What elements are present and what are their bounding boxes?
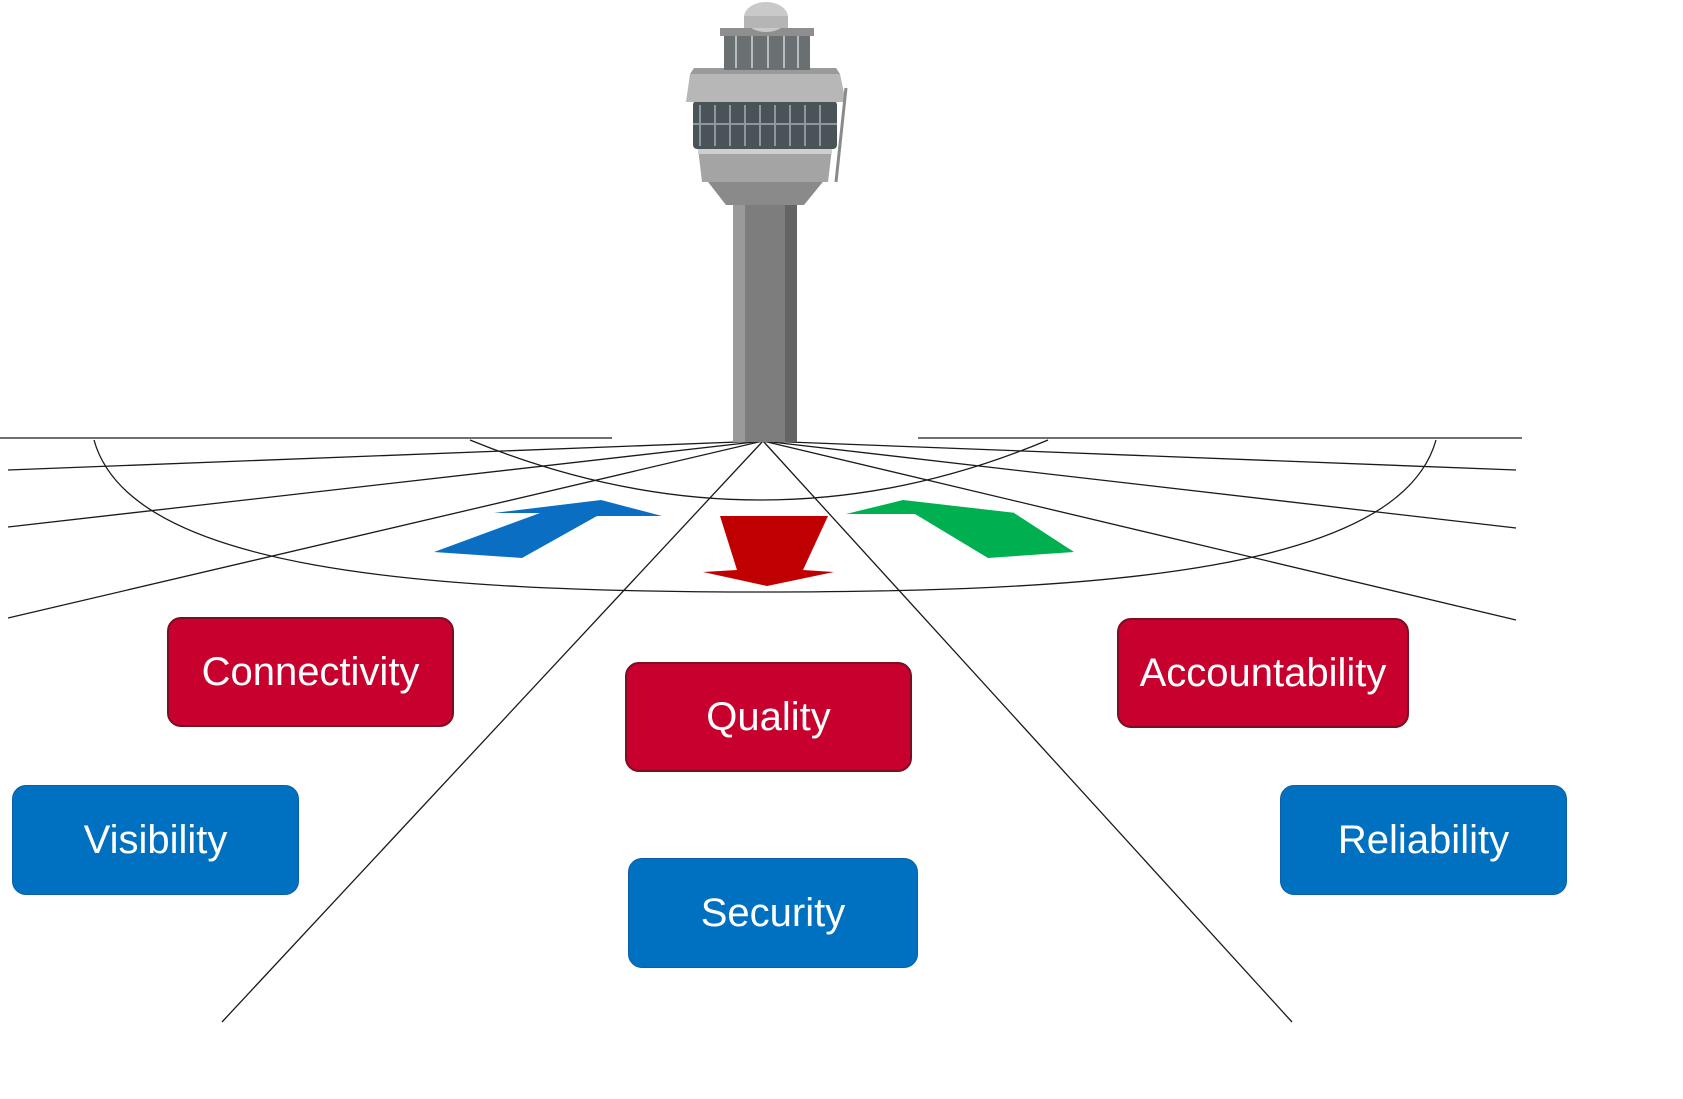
up-arrow-icon	[846, 500, 1074, 558]
visibility-box: Visibility	[12, 785, 299, 895]
connectivity-label: Connectivity	[201, 649, 420, 694]
accountability-box: Accountability	[1117, 618, 1409, 728]
control-tower-icon	[686, 2, 848, 442]
up-arrow-icon	[434, 500, 662, 558]
visibility-label: Visibility	[83, 817, 228, 862]
down-arrow-icon	[703, 516, 834, 586]
reliability-box: Reliability	[1280, 785, 1567, 895]
quality-box: Quality	[625, 662, 912, 772]
accountability-label: Accountability	[1139, 650, 1387, 695]
reliability-label: Reliability	[1337, 817, 1510, 862]
perspective-scene	[0, 2, 1522, 1023]
radial-line	[7, 440, 764, 471]
connectivity-box: Connectivity	[167, 617, 454, 727]
inner-arc	[469, 439, 1049, 501]
radial-line	[762, 440, 1293, 1023]
outer-arc	[93, 439, 1437, 593]
security-box: Security	[628, 858, 918, 968]
radial-line	[221, 440, 764, 1023]
radial-line	[762, 440, 1517, 471]
ground-grid	[0, 437, 1522, 1023]
radial-line	[7, 440, 764, 528]
radial-line	[762, 440, 1517, 529]
quality-label: Quality	[706, 694, 831, 739]
radial-line	[7, 440, 764, 619]
diagram-canvas: Connectivity Quality Accountability Visi…	[0, 2, 1567, 1023]
security-label: Security	[700, 890, 846, 935]
radial-line	[762, 440, 1517, 621]
